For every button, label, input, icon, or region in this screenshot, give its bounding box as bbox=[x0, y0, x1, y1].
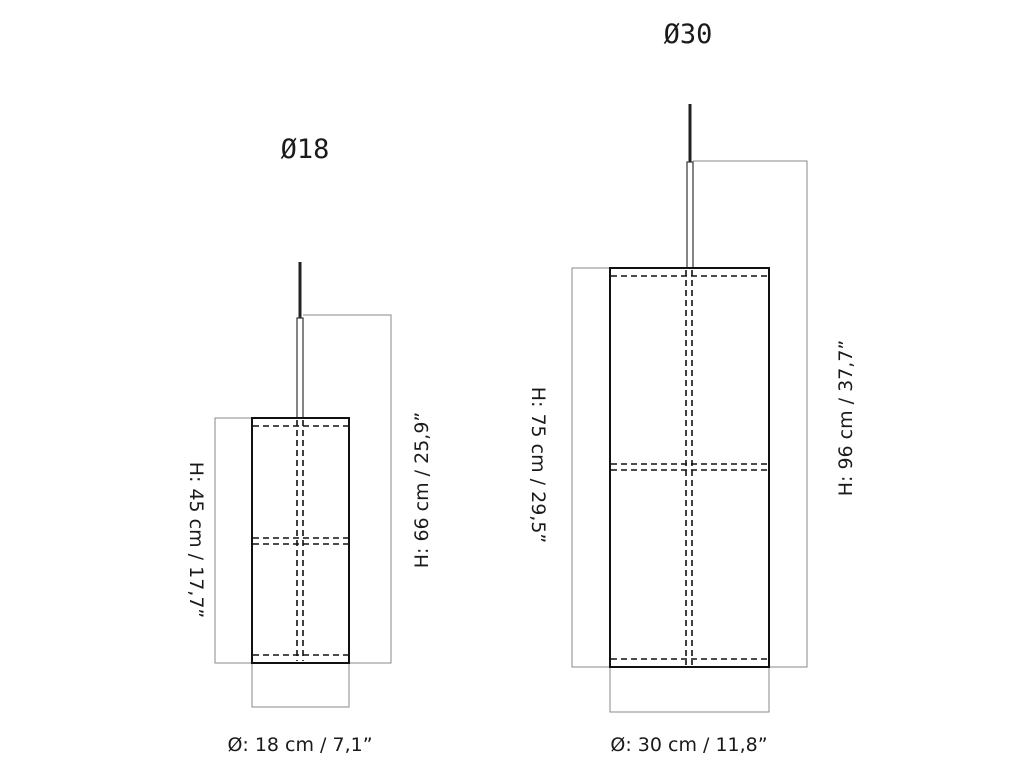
lamp-18-total-height-label: H: 66 cm / 25,9” bbox=[411, 412, 433, 569]
lamp-30-total-height-guide bbox=[693, 160, 808, 668]
lamp-30-diameter-label: Ø: 30 cm / 11,8” bbox=[610, 734, 767, 756]
lamp-30-shade-height-guide bbox=[571, 267, 610, 668]
lamp-30: Ø30 H: 75 cm / 29,5” H: 96 cm / 37,7” Ø:… bbox=[527, 19, 857, 756]
lamp-18-total-height-guide bbox=[303, 314, 392, 664]
lamp-18-shade bbox=[251, 417, 350, 664]
lamp-30-shade-height-label: H: 75 cm / 29,5” bbox=[527, 387, 549, 544]
lamp-18: Ø18 H: 45 cm / 17,7” H: 66 cm / 25,9” Ø:… bbox=[185, 134, 433, 756]
lamp-30-shade bbox=[609, 267, 770, 668]
lamp-18-shade-height-label: H: 45 cm / 17,7” bbox=[185, 462, 207, 619]
lamp-30-total-height-label: H: 96 cm / 37,7” bbox=[835, 340, 857, 497]
lamp-18-diameter-label: Ø: 18 cm / 7,1” bbox=[227, 734, 372, 756]
lamp-30-diameter-guide bbox=[609, 667, 770, 713]
lamp-30-title: Ø30 bbox=[664, 19, 713, 50]
lamp-18-title: Ø18 bbox=[281, 134, 330, 165]
lamp-18-diameter-guide bbox=[251, 663, 350, 708]
lamp-18-shade-height-guide bbox=[214, 417, 252, 664]
lamp-30-rod bbox=[686, 161, 694, 269]
lamp-18-rod bbox=[296, 317, 304, 419]
